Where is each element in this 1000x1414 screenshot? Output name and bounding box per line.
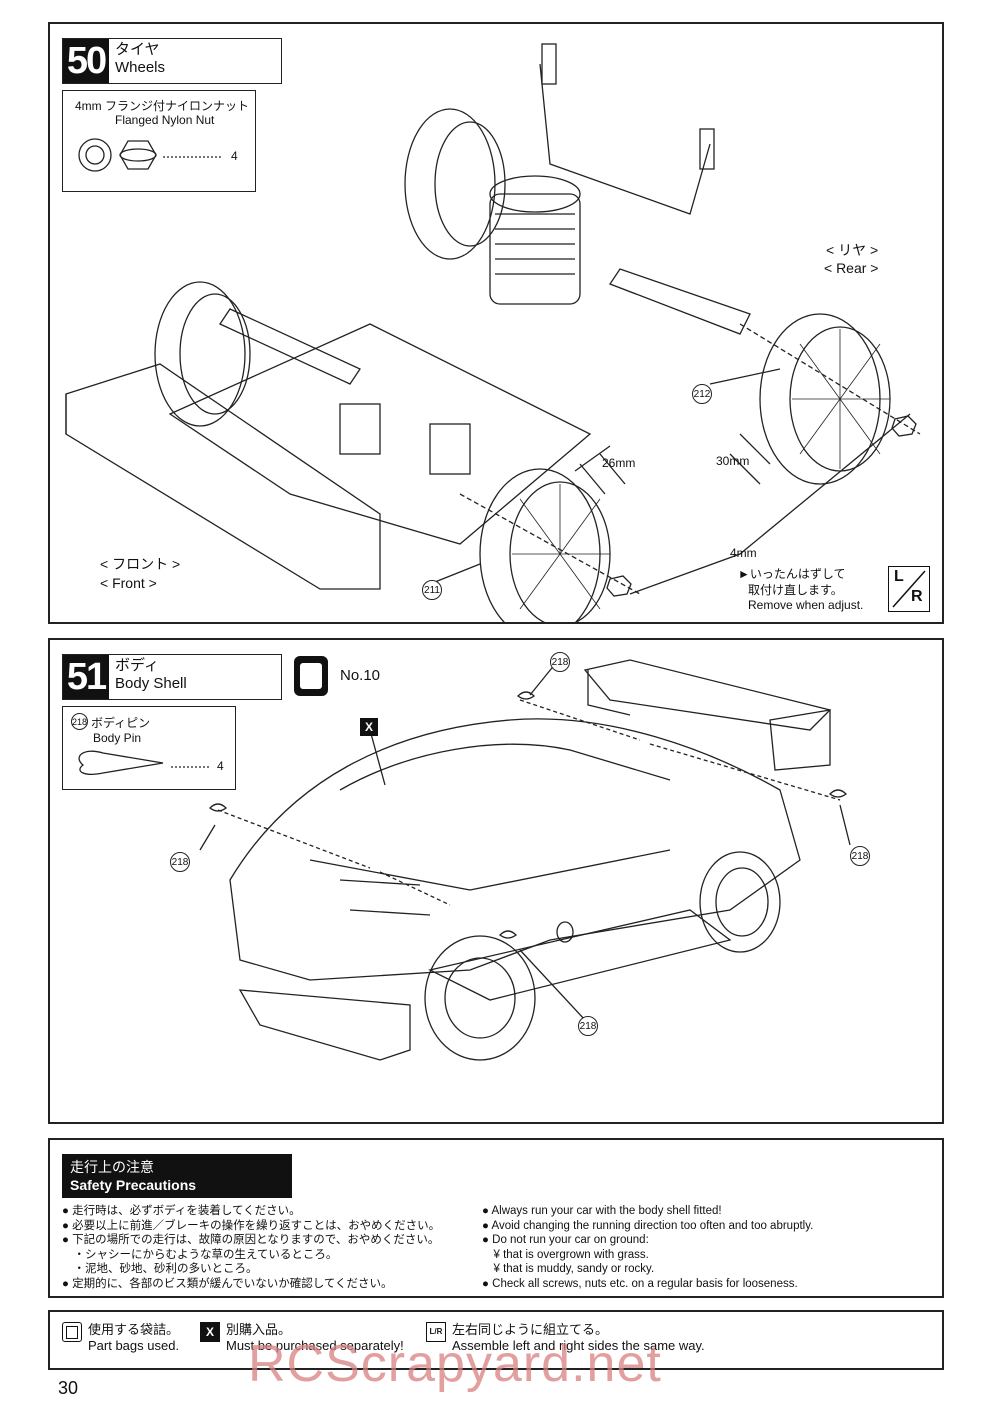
part-bag-icon [294, 656, 328, 696]
legend-x-en: Must be purchased separately! [226, 1338, 404, 1353]
safety-en-item: ¥ that is overgrown with grass. [482, 1248, 649, 1261]
callout-218-front: 218 [170, 852, 190, 872]
step-title-jp: ボディ [115, 657, 159, 674]
callout-212: 212 [692, 384, 712, 404]
step-51-panel: 51 ボディ Body Shell No.10 218 ボディピン Body P… [48, 638, 944, 1124]
legend-lr-jp: 左右同じように組立てる。 [452, 1322, 609, 1337]
safety-en-item: ● Do not run your car on ground: [482, 1234, 649, 1246]
lr-letter-l: L [894, 568, 904, 585]
part-name-jp: 4mm フランジ付ナイロンナット [75, 99, 250, 113]
part-name-en: Flanged Nylon Nut [115, 113, 215, 127]
dimension-4mm: 4mm [730, 546, 757, 560]
lr-letter-r: R [911, 588, 923, 605]
legend-bag-en: Part bags used. [88, 1338, 180, 1353]
label-front-en: < Front > [100, 575, 157, 591]
callout-211: 211 [422, 580, 442, 600]
bag-icon [62, 1322, 82, 1342]
label-rear-jp: < リヤ > [826, 242, 879, 258]
safety-jp-item: ・泥地、砂地、砂利の多いところ。 [62, 1263, 258, 1275]
step-number: 50 [63, 39, 109, 83]
x-mark-text: X [364, 720, 373, 734]
chassis-wheels-illustration [65, 43, 921, 622]
part-name-jp: ボディピン [91, 716, 151, 730]
legend-lr: L/R 左右同じように組立てる。 Assemble left and right… [426, 1322, 705, 1354]
parts-box-body-pin: 218 ボディピン Body Pin 4 [62, 706, 236, 790]
note-jp-line1: ►いったんはずして [738, 567, 846, 581]
note-en: Remove when adjust. [748, 598, 864, 612]
step-51-header: 51 ボディ Body Shell [62, 654, 282, 700]
lr-icon: L/R [426, 1322, 446, 1342]
callout-218-rear: 218 [850, 846, 870, 866]
note-jp-line2: 取付け直します。 [748, 583, 843, 597]
step-50-panel: 50 タイヤ Wheels 4mm フランジ付ナイロンナット Flanged N… [48, 22, 944, 624]
x-icon-text: X [205, 1325, 214, 1339]
legend-bag-jp: 使用する袋詰。 [88, 1322, 180, 1337]
body-pin-icon [78, 750, 211, 775]
label-rear-en: < Rear > [824, 260, 879, 276]
callout-218-side: 218 [578, 1016, 598, 1036]
legend-lr-en: Assemble left and right sides the same w… [452, 1338, 705, 1353]
safety-en-item: ● Check all screws, nuts etc. on a regul… [482, 1277, 798, 1290]
part-number-218: 218 [71, 713, 88, 730]
page-number: 30 [58, 1378, 79, 1398]
legend-x-jp: 別購入品。 [226, 1322, 292, 1337]
safety-jp-item: ● 必要以上に前進／ブレーキの操作を繰り返すことは、おやめください。 [62, 1219, 441, 1232]
purchase-separately-icon: X [360, 718, 378, 736]
safety-header: 走行上の注意 Safety Precautions [62, 1154, 292, 1198]
safety-jp-item: ● 定期的に、各部のビス類が緩んでいないか確認してください。 [62, 1277, 393, 1290]
x-icon: X [200, 1322, 220, 1342]
legend-panel: 使用する袋詰。 Part bags used. X 別購入品。 Must be … [48, 1310, 944, 1370]
safety-jp-item: ● 下記の場所での走行は、故障の原因となりますので、おやめください。 [62, 1234, 440, 1246]
safety-precautions-panel: 走行上の注意 Safety Precautions ● 走行時は、必ずボディを装… [48, 1138, 944, 1298]
safety-en-item: ¥ that is muddy, sandy or rocky. [482, 1263, 655, 1275]
dimension-30mm: 30mm [716, 454, 750, 468]
bag-number-label: No.10 [340, 667, 381, 684]
body-shell-illustration [199, 657, 851, 1061]
dimension-26mm: 26mm [602, 456, 636, 470]
safety-title-jp: 走行上の注意 [70, 1159, 154, 1175]
lr-same-sides-icon: L R [888, 566, 930, 612]
step-title-en: Wheels [115, 59, 166, 76]
nylon-nut-icon [78, 138, 223, 172]
legend-purchase: X 別購入品。 Must be purchased separately! [200, 1322, 404, 1354]
step-title-en: Body Shell [115, 675, 187, 692]
legend-bag: 使用する袋詰。 Part bags used. [62, 1322, 179, 1354]
callout-218-wing: 218 [550, 652, 570, 672]
step-50-header: 50 タイヤ Wheels [62, 38, 282, 84]
watermark-text: RCScrapyard.net [248, 1335, 662, 1393]
part-name-en: Body Pin [93, 731, 142, 745]
step-number: 51 [63, 655, 109, 699]
safety-en-item: ● Avoid changing the running direction t… [482, 1219, 814, 1232]
safety-list-en: ● Always run your car with the body shel… [482, 1204, 813, 1291]
lr-icon-text: L/R [429, 1327, 443, 1336]
safety-jp-item: ・シャシーにからむような草の生えているところ。 [62, 1248, 338, 1261]
safety-en-item: ● Always run your car with the body shel… [482, 1205, 722, 1217]
safety-jp-item: ● 走行時は、必ずボディを装着してください。 [62, 1205, 301, 1217]
safety-title-en: Safety Precautions [70, 1177, 197, 1193]
safety-list-jp: ● 走行時は、必ずボディを装着してください。 ● 必要以上に前進／ブレーキの操作… [62, 1204, 440, 1291]
label-front-jp: < フロント > [100, 556, 181, 572]
step-title-jp: タイヤ [115, 41, 160, 58]
part-qty: 4 [231, 149, 238, 163]
parts-box-nylon-nut: 4mm フランジ付ナイロンナット Flanged Nylon Nut 4 [62, 90, 256, 192]
part-qty: 4 [217, 759, 224, 773]
